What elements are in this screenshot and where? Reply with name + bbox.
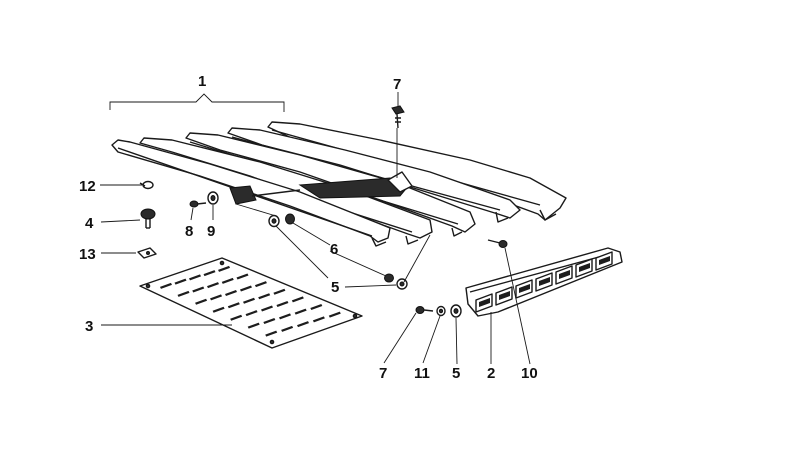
grille-cell-shadow [539, 277, 550, 286]
grille-cell-shadow [579, 263, 590, 272]
panel-slot [261, 305, 273, 312]
grille-cell-shadow [479, 298, 490, 307]
washer-5-bottom [450, 304, 462, 318]
panel-slot [279, 313, 291, 320]
panel-slot [189, 274, 201, 281]
callout-11: 11 [414, 365, 430, 382]
grille-cell-shadow [519, 284, 530, 293]
panel-slot [243, 297, 255, 304]
panel-slot [218, 265, 231, 272]
panel-slot [312, 316, 325, 323]
panel-slot [203, 270, 216, 277]
callout-5-upper: 5 [331, 279, 339, 296]
callout-7-top: 7 [393, 76, 401, 93]
panel-slot [239, 285, 252, 292]
screw-8 [189, 200, 207, 208]
washer-9 [207, 191, 219, 205]
screw-top [391, 105, 405, 129]
nut-6-left [285, 213, 295, 225]
callout-13: 13 [79, 246, 96, 263]
panel-slot [227, 302, 240, 309]
panel-slot [258, 293, 271, 300]
knob [140, 208, 156, 229]
vent-grille [465, 247, 623, 317]
panel-slot [221, 277, 234, 284]
callout-4: 4 [85, 215, 94, 232]
panel-slot [195, 298, 208, 305]
panel-slot [207, 282, 219, 289]
panel-slot [328, 311, 341, 318]
callout-12: 12 [79, 178, 96, 195]
rail-set-bracket [109, 93, 285, 112]
louvred-panel [139, 257, 363, 349]
panel-slot [245, 310, 258, 317]
panel-slot [230, 314, 243, 321]
panel-slot [273, 288, 286, 295]
panel-slot [192, 286, 205, 293]
callout-9: 9 [207, 223, 215, 240]
panel-slot [236, 273, 249, 280]
panel-slot [225, 289, 237, 296]
panel-slot [212, 306, 225, 313]
panel-slot [294, 308, 307, 315]
panel-slot [265, 330, 278, 337]
leader-lines [100, 92, 531, 365]
panel-slot [159, 282, 172, 289]
grille-cell-shadow [599, 256, 610, 265]
center-support-strut [229, 171, 413, 205]
callout-5-lower: 5 [452, 365, 460, 382]
nut-11 [436, 305, 446, 317]
callout-3: 3 [85, 318, 93, 335]
grille-cells [475, 251, 613, 313]
grille-cell-shadow [499, 291, 510, 300]
washer-5-left [268, 214, 280, 228]
panel-slot [254, 281, 267, 288]
panel-slot [291, 296, 304, 303]
callout-labels: 1 7 12 8 9 4 6 13 5 3 7 11 5 2 10 [79, 73, 538, 382]
panel-slot [177, 290, 190, 297]
panel-slot [210, 294, 223, 301]
panel-slots [159, 265, 341, 337]
panel-slot [247, 322, 260, 329]
callout-8: 8 [185, 223, 193, 240]
screw-7-bottom [415, 306, 434, 314]
screw-12 [139, 180, 154, 190]
panel-slot [263, 317, 276, 324]
panel-slot [281, 325, 294, 332]
nut-6-right [384, 273, 394, 283]
panel-slot [174, 278, 187, 285]
washer-5-right [396, 278, 408, 290]
callout-7-bottom: 7 [379, 365, 387, 382]
rail-set [111, 121, 567, 247]
grille-cell-shadow [559, 270, 570, 279]
callout-2: 2 [487, 365, 495, 382]
panel-slot [297, 321, 309, 328]
callout-1: 1 [198, 73, 206, 90]
panel-slot [276, 300, 289, 307]
panel-slot [310, 303, 323, 310]
clip [137, 247, 157, 259]
callout-10: 10 [521, 365, 538, 382]
callout-6: 6 [330, 241, 338, 258]
screw-10 [487, 239, 508, 248]
